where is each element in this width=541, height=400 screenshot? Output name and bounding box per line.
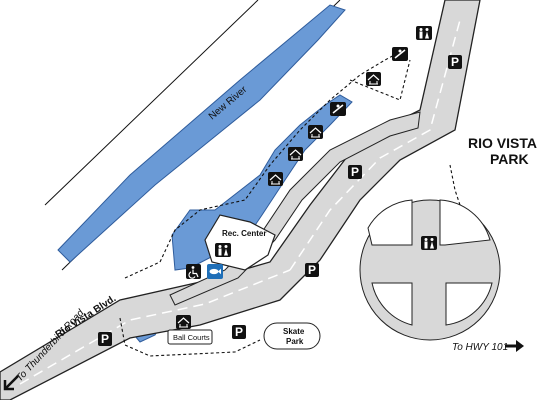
skate-park-box [263,322,321,350]
walking-path [119,317,261,357]
park-title-line1: RIO VISTA [468,135,537,151]
parking-sign: P [305,263,319,277]
slide-icon [330,102,346,116]
rec-center-label: Rec. Center [222,229,266,238]
rio-vista-blvd [0,0,481,400]
wheelchair-accessible-icon [186,264,201,279]
ball-courts-box [167,329,213,345]
svg-text:P: P [308,263,316,277]
parking-sign: P [232,325,246,339]
restroom-icon [215,243,231,257]
boundary-line [44,0,259,206]
road-centerline [19,269,291,385]
fishing-icon [207,264,223,279]
picnic-shelter-icon [366,72,381,86]
svg-text:P: P [101,332,109,346]
walking-path [349,59,411,101]
new-river [57,4,346,263]
parking-sign: P [348,165,362,179]
svg-text:P: P [451,55,459,69]
svg-text:P: P [235,325,243,339]
picnic-shelter-icon [308,125,323,139]
picnic-shelter-icon [176,315,191,329]
arrow-right-icon [505,340,524,352]
restroom-icon [416,26,432,40]
restroom-icon [421,236,437,250]
arrow-left-icon [3,375,19,391]
parking-sign: P [98,332,112,346]
road-centerline [289,19,461,271]
walking-path [124,51,401,279]
walking-path [449,164,461,206]
park-title-line2: PARK [490,151,529,167]
skate-park-label-2: Park [286,337,304,346]
picnic-shelter-icon [288,147,303,161]
hwy-label: To HWY 101 [452,342,508,353]
roundabout [359,199,501,341]
rec-center-building [204,214,276,271]
skate-park-label-1: Skate [283,327,305,336]
parking-sign: P [448,55,462,69]
ball-courts-label: Ball Courts [173,333,210,342]
picnic-shelter-icon [268,172,283,186]
slide-icon [392,47,408,61]
svg-text:P: P [351,165,359,179]
